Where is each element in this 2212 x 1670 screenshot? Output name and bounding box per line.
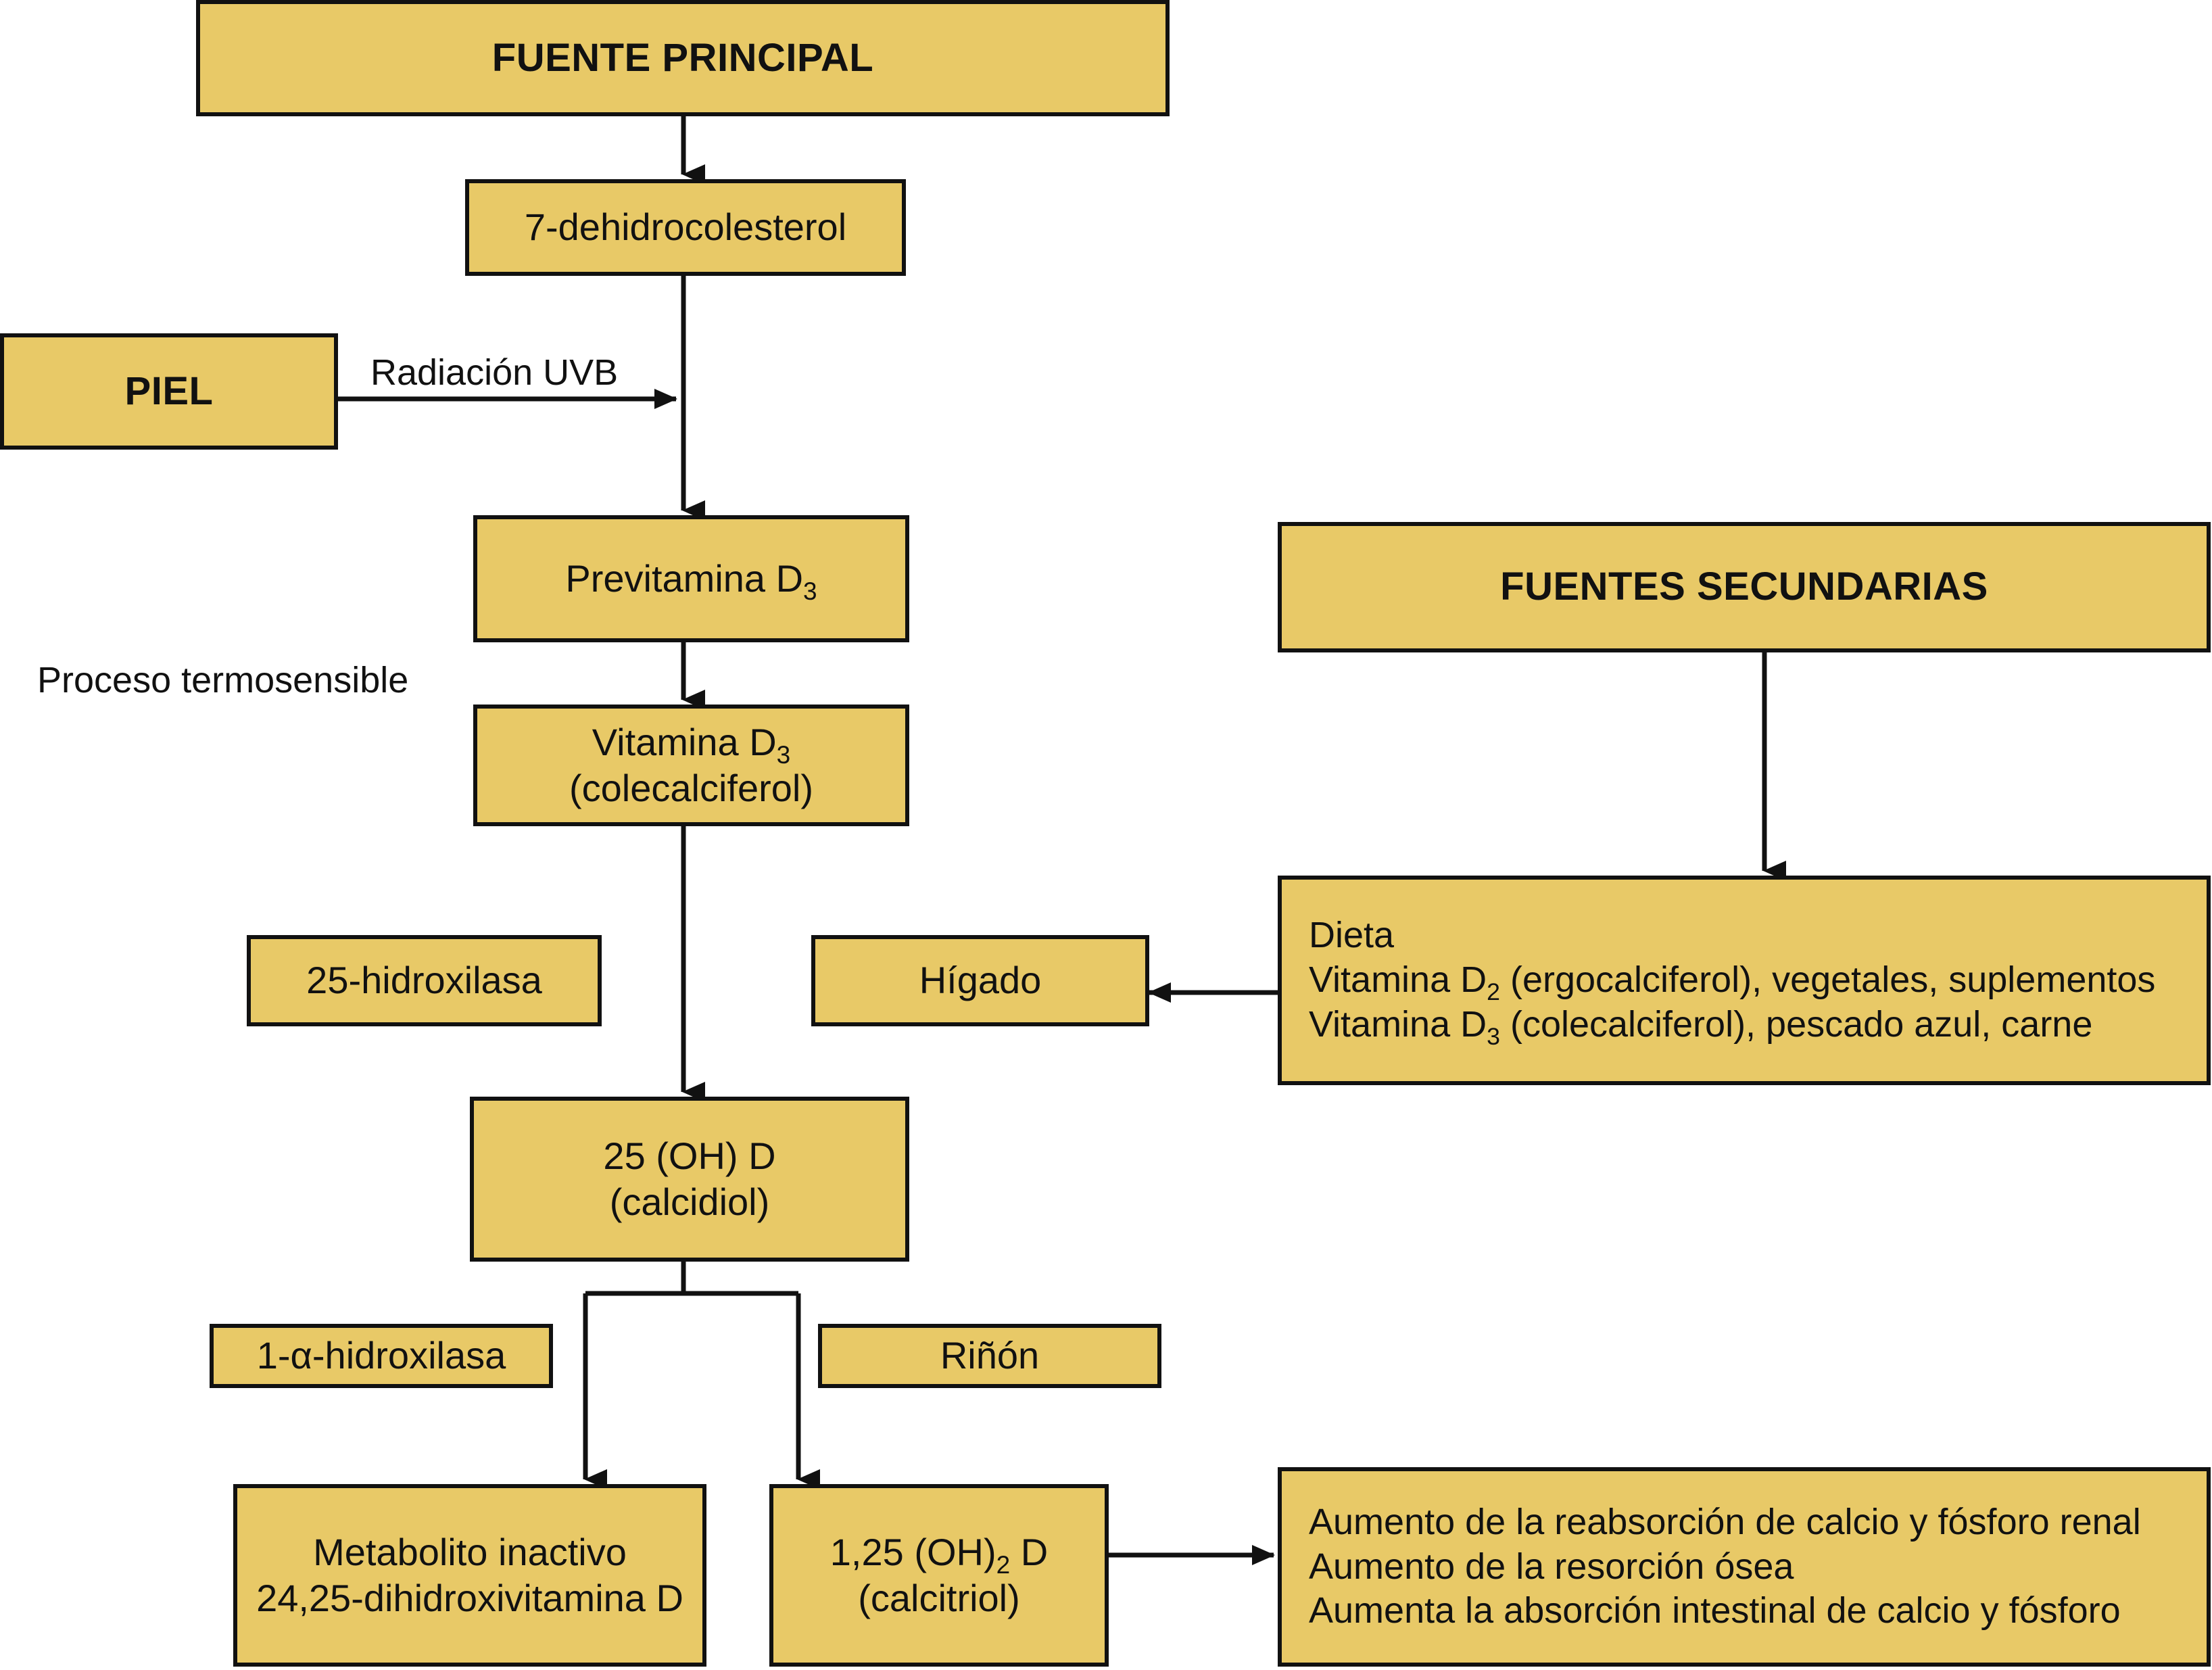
node-rinon[interactable]: Riñón [818, 1324, 1161, 1388]
node-previtamina-d3[interactable]: Previtamina D3 [473, 515, 909, 642]
node-25-hidroxilasa[interactable]: 25-hidroxilasa [247, 935, 602, 1026]
node-efectos-calcitriol[interactable]: Aumento de la reabsorción de calcio y fó… [1278, 1467, 2211, 1667]
node-25-oh-d-calcidiol-label: 25 (OH) D(calcidiol) [603, 1134, 776, 1223]
node-7-dehidrocolesterol-label: 7-dehidrocolesterol [524, 206, 847, 249]
node-rinon-label: Riñón [940, 1334, 1040, 1377]
node-higado[interactable]: Hígado [811, 935, 1149, 1026]
annotation-proceso-termosensible: Proceso termosensible [37, 660, 409, 700]
node-25-hidroxilasa-label: 25-hidroxilasa [306, 959, 542, 1002]
node-7-dehidrocolesterol[interactable]: 7-dehidrocolesterol [465, 179, 906, 276]
node-piel-label: PIEL [124, 368, 214, 413]
node-higado-label: Hígado [919, 959, 1042, 1002]
node-efectos-calcitriol-label: Aumento de la reabsorción de calcio y fó… [1309, 1501, 2141, 1631]
edge-label-radiacion-uvb: Radiación UVB [370, 352, 619, 393]
node-1-alfa-hidroxilasa[interactable]: 1-α-hidroxilasa [210, 1324, 553, 1388]
node-25-oh-d-calcidiol[interactable]: 25 (OH) D(calcidiol) [470, 1097, 909, 1262]
node-vitamina-d3[interactable]: Vitamina D3(colecalciferol) [473, 705, 909, 826]
node-fuente-principal-label: FUENTE PRINCIPAL [491, 35, 874, 80]
node-piel[interactable]: PIEL [0, 333, 338, 450]
node-1-alfa-hidroxilasa-label: 1-α-hidroxilasa [256, 1334, 506, 1377]
node-previtamina-d3-label: Previtamina D3 [565, 556, 817, 606]
node-1-25-oh2-d-calcitriol-label: 1,25 (OH)2 D(calcitriol) [830, 1530, 1049, 1619]
node-fuente-principal[interactable]: FUENTE PRINCIPAL [196, 0, 1170, 116]
node-1-25-oh2-d-calcitriol[interactable]: 1,25 (OH)2 D(calcitriol) [769, 1484, 1109, 1667]
node-fuentes-secundarias-label: FUENTES SECUNDARIAS [1500, 565, 1988, 609]
edge-calcidiol-branch-bus [585, 1262, 798, 1296]
node-fuentes-secundarias[interactable]: FUENTES SECUNDARIAS [1278, 522, 2211, 652]
node-vitamina-d3-label: Vitamina D3(colecalciferol) [569, 720, 813, 809]
